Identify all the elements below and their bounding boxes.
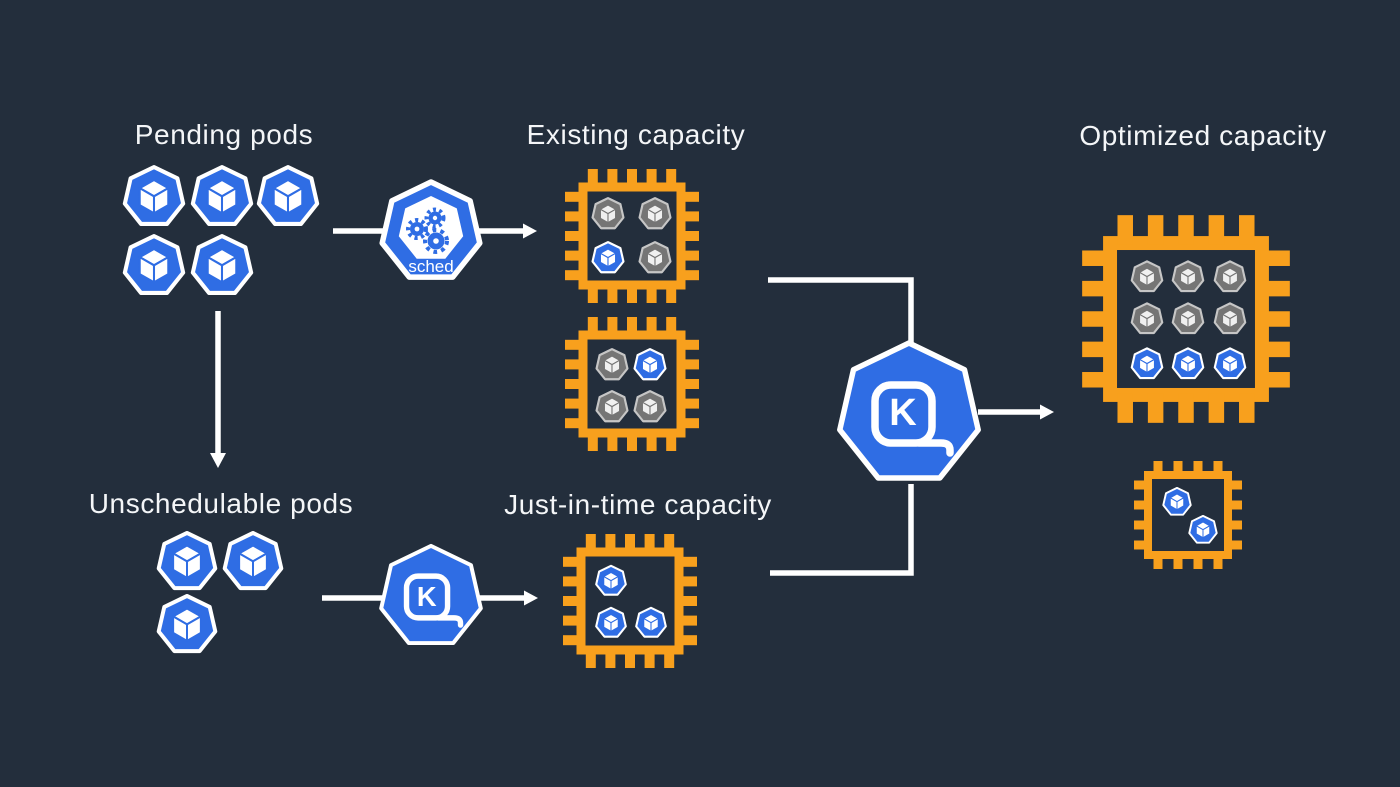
- pod-icon: [1171, 260, 1205, 293]
- arrow-karpenter-to-optimized: [978, 404, 1054, 420]
- pod-icon: [1130, 347, 1164, 380]
- pod-icon: [635, 606, 667, 638]
- pod-icon: [1171, 347, 1205, 380]
- pod-icon: [1171, 302, 1205, 335]
- cpu-chip-existing-2: [565, 317, 699, 451]
- karpenter-icon-large: K: [837, 340, 981, 481]
- arrow-karpenter-to-jit: [479, 590, 538, 606]
- pod-icon: [1188, 514, 1218, 544]
- pod-icon: [1213, 302, 1247, 335]
- arrow-pending-to-unschedulable: [210, 311, 226, 468]
- pod-icon: [633, 390, 667, 423]
- karpenter-tape-tail: [915, 439, 954, 457]
- pod-icon: [156, 530, 218, 591]
- scheduler-gears-icon: [406, 207, 449, 254]
- cpu-chip-existing-1: [565, 169, 699, 303]
- karpenter-tape-icon: [871, 381, 936, 447]
- pod-icon: [259, 167, 317, 224]
- kube-scheduler-icon: sched: [379, 179, 483, 280]
- pending-pods-label: Pending pods: [134, 119, 314, 150]
- pod-icon: [193, 236, 251, 293]
- chip-frame: [1134, 461, 1242, 569]
- pod-icon: [638, 197, 672, 230]
- karpenter-tape-icon: [403, 573, 451, 621]
- karpenter-letter: K: [417, 581, 437, 612]
- pod-icon: [156, 593, 218, 654]
- pod-icon: [1213, 260, 1247, 293]
- pod-icon: [595, 564, 627, 596]
- pod-icon: [1162, 486, 1192, 516]
- cpu-chip-jit: [563, 534, 697, 668]
- pod-icon: [591, 241, 625, 274]
- pod-icon: [595, 348, 629, 381]
- cpu-chip-optimized-large: [1082, 215, 1290, 423]
- pod-icon: [125, 167, 183, 224]
- arrow-scheduler-to-existing: [479, 223, 537, 239]
- chip-frame: [565, 169, 699, 303]
- scheduler-label: sched: [408, 257, 453, 276]
- pod-icon: [595, 606, 627, 638]
- existing-capacity-label: Existing capacity: [526, 119, 746, 150]
- connector-existing-to-karpenter: [768, 277, 914, 346]
- unschedulable-pods-label: Unschedulable pods: [88, 488, 354, 519]
- pod-icon: [125, 236, 183, 293]
- karpenter-tape-tail: [435, 615, 464, 628]
- pod-icon: [222, 530, 284, 591]
- chip-frame: [563, 534, 697, 668]
- pod-icon: [595, 390, 629, 423]
- karpenter-letter: K: [889, 392, 917, 434]
- pod-icon: [193, 167, 251, 224]
- chip-frame: [565, 317, 699, 451]
- connector-jit-to-karpenter: [770, 484, 914, 576]
- pod-icon: [633, 348, 667, 381]
- pending-pods-group: [125, 167, 317, 293]
- pod-icon: [1213, 347, 1247, 380]
- pod-icon: [638, 241, 672, 274]
- pod-icon: [1130, 302, 1164, 335]
- pod-icon: [1130, 260, 1164, 293]
- unschedulable-pods-group: [156, 530, 284, 654]
- karpenter-icon-small: K: [379, 543, 483, 646]
- optimized-capacity-label: Optimized capacity: [1079, 120, 1327, 151]
- jit-capacity-label: Just-in-time capacity: [504, 489, 772, 520]
- pod-icon: [591, 197, 625, 230]
- cpu-chip-optimized-small: [1134, 461, 1242, 569]
